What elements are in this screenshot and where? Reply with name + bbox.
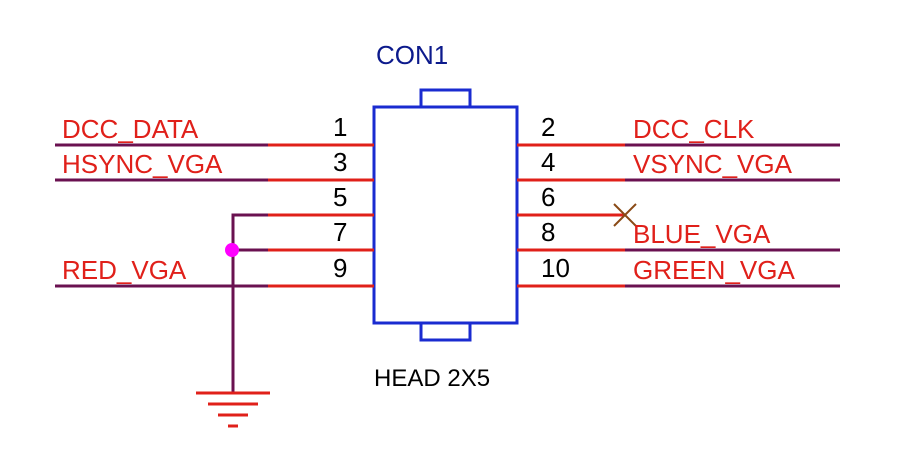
net-label-dcc-clk: DCC_CLK [633, 114, 755, 144]
part-name-label: HEAD 2X5 [374, 365, 490, 392]
no-connect-marker [613, 203, 637, 227]
left-wires [55, 143, 268, 392]
connector-body [372, 105, 519, 325]
pin-number-10: 10 [541, 253, 570, 283]
wire-ground-net [231, 213, 268, 392]
connector-key-top [419, 88, 472, 109]
net-label-blue-vga: BLUE_VGA [633, 219, 771, 249]
ground-symbol [196, 391, 270, 428]
pin-number-8: 8 [541, 217, 555, 247]
net-label-dcc-data: DCC_DATA [62, 114, 199, 144]
net-label-hsync-vga: HSYNC_VGA [62, 149, 223, 179]
right-wires [625, 143, 840, 288]
pin-number-4: 4 [541, 147, 555, 177]
pin-number-9: 9 [333, 253, 347, 283]
left-pin-stubs [268, 143, 374, 288]
net-label-vsync-vga: VSYNC_VGA [633, 149, 793, 179]
designator-label: CON1 [376, 40, 448, 70]
net-label-green-vga: GREEN_VGA [633, 255, 795, 285]
pin-number-1: 1 [333, 112, 347, 142]
right-pin-stubs [517, 143, 625, 288]
pin-number-5: 5 [333, 182, 347, 212]
pin-number-6: 6 [541, 182, 555, 212]
junction-dot [225, 243, 239, 257]
connector-key-bottom [419, 321, 472, 342]
net-label-red-vga: RED_VGA [62, 255, 187, 285]
pin-number-3: 3 [333, 147, 347, 177]
pin-number-2: 2 [541, 112, 555, 142]
pin-number-7: 7 [333, 217, 347, 247]
